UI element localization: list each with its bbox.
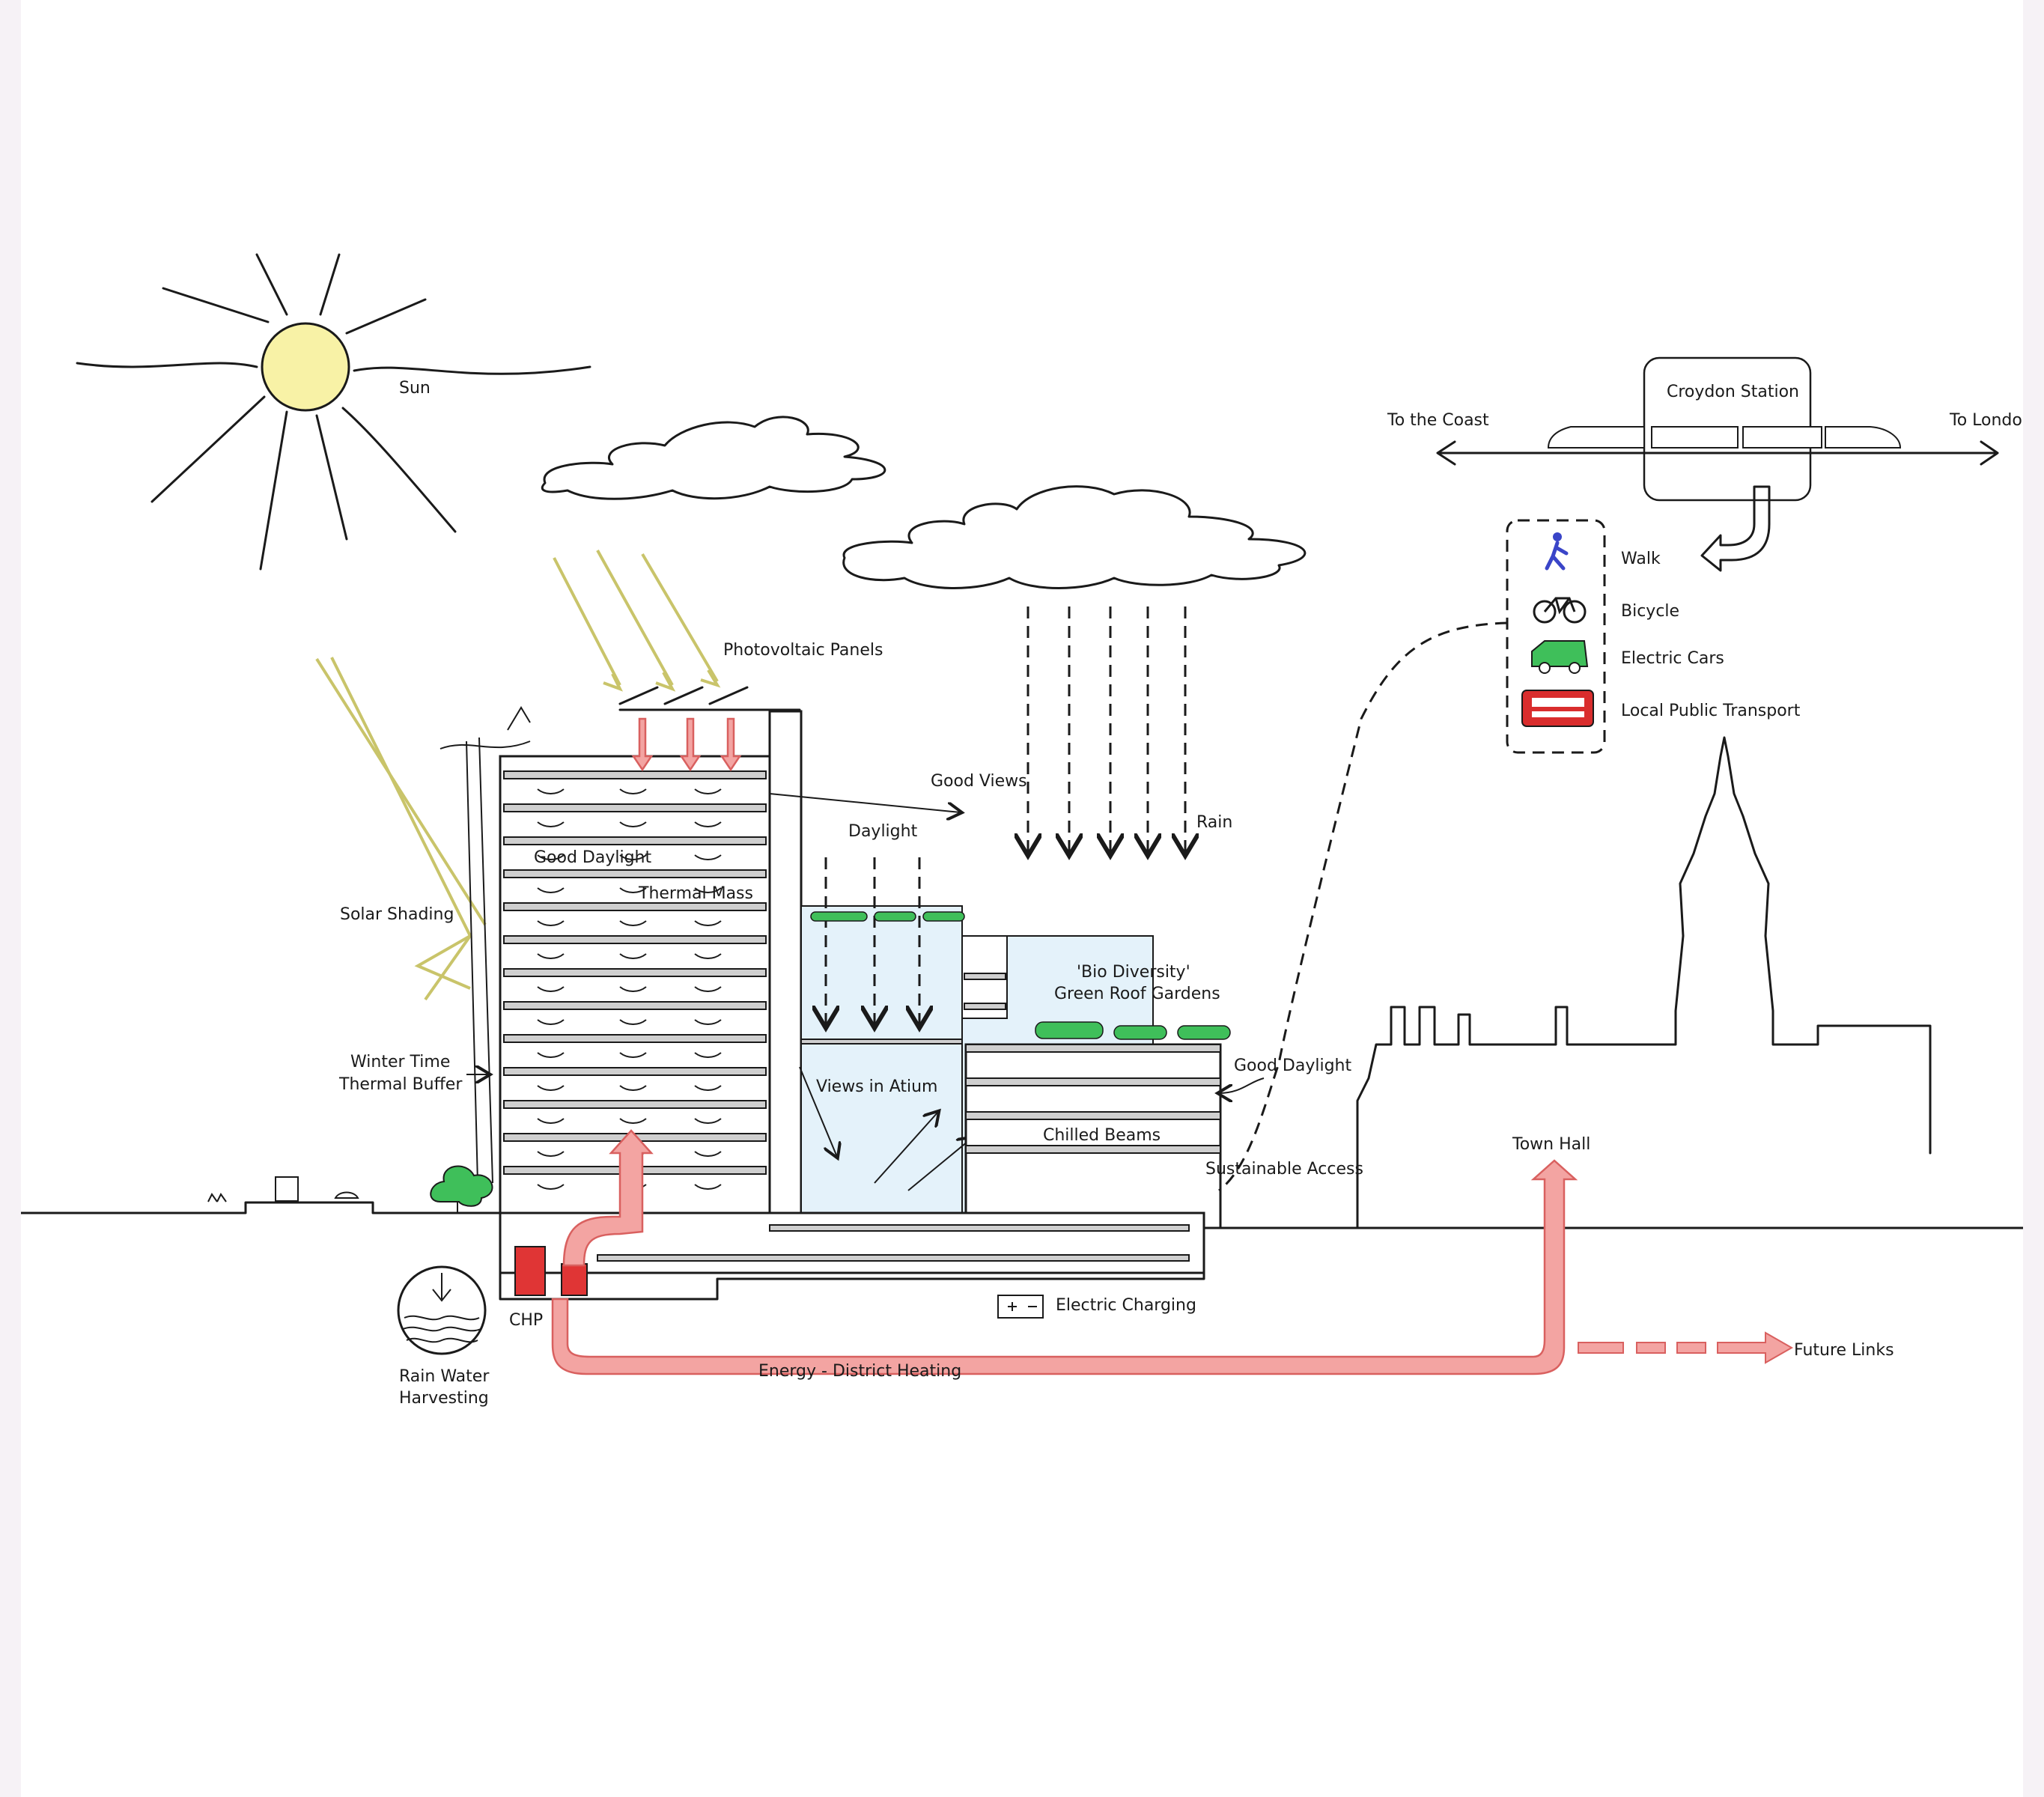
bus-icon [1521,690,1594,727]
chp-label: CHP [509,1311,543,1330]
rain-water-label: Rain Water [399,1367,490,1386]
good-views-label: Good Views [931,772,1027,791]
battery-icon [997,1295,1044,1319]
cloud-right [842,485,1307,589]
winter-time-label: Winter Time [350,1053,450,1071]
atrium-green-roof [810,911,965,922]
train-icon [1547,426,1902,449]
access-route [1218,621,1508,1192]
town-hall-label: Town Hall [1512,1135,1590,1154]
ground-line [21,1201,2023,1229]
solar-shading-label: Solar Shading [340,905,454,924]
sun-label: Sun [399,379,431,398]
floor-slab [503,902,767,911]
floor-slab [503,836,767,845]
bio-diversity-label: 'Bio Diversity' [1077,963,1190,982]
chilled-beam [537,1118,722,1124]
views-in-atrium-label: Views in Atium [816,1077,938,1096]
district-heating-arrows [551,1129,1794,1375]
chilled-beam [537,1019,722,1025]
floor-slab [503,869,767,878]
to-the-coast-label: To the Coast [1387,411,1489,430]
daylight-arrows [826,857,919,1026]
legend-label: Walk [1621,550,1661,568]
photovoltaic-panels [618,686,801,711]
legend-label: Electric Cars [1621,649,1724,668]
diagram-sheet: Sun Rain Photovoltaic Panels [21,0,2023,1797]
floor-slab [503,1001,767,1010]
solar-ray-arrows [315,550,721,1001]
walk-icon [1545,532,1569,571]
electric-charging-label: Electric Charging [1056,1296,1196,1315]
floor-slab [503,770,767,779]
chilled-beam [537,920,722,926]
chilled-beams-label: Chilled Beams [1043,1126,1161,1145]
tree-icon [430,1165,493,1213]
chilled-beam [537,854,722,860]
chilled-beam [537,1085,722,1091]
low-wing [964,1021,1231,1229]
solar-shading-fins [439,706,531,1184]
floor-slab [503,935,767,944]
chilled-beam [537,986,722,992]
electric-car-icon [1531,640,1589,674]
sun-icon [76,253,591,571]
chilled-beam [537,953,722,959]
croydon-station-label: Croydon Station [1667,383,1799,401]
thermal-buffer-label: Thermal Buffer [338,1075,463,1094]
chp-units [514,1246,588,1296]
to-london-label: To London [1949,411,2023,430]
street-props [207,1176,359,1202]
floor-slab [503,1100,767,1109]
rain-label: Rain [1196,813,1232,832]
sustainable-access-label: Sustainable Access [1205,1160,1363,1179]
croydon-station [1436,356,1999,572]
legend-label: Bicycle [1621,602,1679,621]
rain-water-tank [397,1265,487,1355]
good-daylight-side-label: Good Daylight [1234,1056,1352,1075]
photovoltaic-label: Photovoltaic Panels [723,641,883,660]
rain-arrows [1028,606,1185,854]
chilled-beam [537,1052,722,1058]
floor-slab [503,803,767,812]
harvesting-label: Harvesting [399,1389,489,1408]
transport-legend-box [1506,519,1606,754]
sustainability-section-diagram: Sun Rain Photovoltaic Panels [21,253,2023,1408]
chilled-beam [537,821,722,827]
green-roof-label: Green Roof Gardens [1054,985,1220,1003]
thermal-mass-label: Thermal Mass [638,884,753,903]
bicycle-icon [1533,597,1587,624]
floor-slab [503,1034,767,1043]
future-links-label: Future Links [1794,1341,1894,1360]
legend-label: Local Public Transport [1621,702,1801,720]
floor-slab [503,1067,767,1076]
town-hall-silhouette [1356,736,1932,1229]
chilled-beam [537,887,722,893]
good-daylight-main-label: Good Daylight [534,848,652,867]
main-tower [499,710,803,1229]
floor-slab [503,968,767,977]
chilled-beam [537,788,722,794]
energy-label: Energy - District Heating [758,1362,961,1381]
daylight-label: Daylight [848,822,918,841]
cloud-left [541,416,886,500]
